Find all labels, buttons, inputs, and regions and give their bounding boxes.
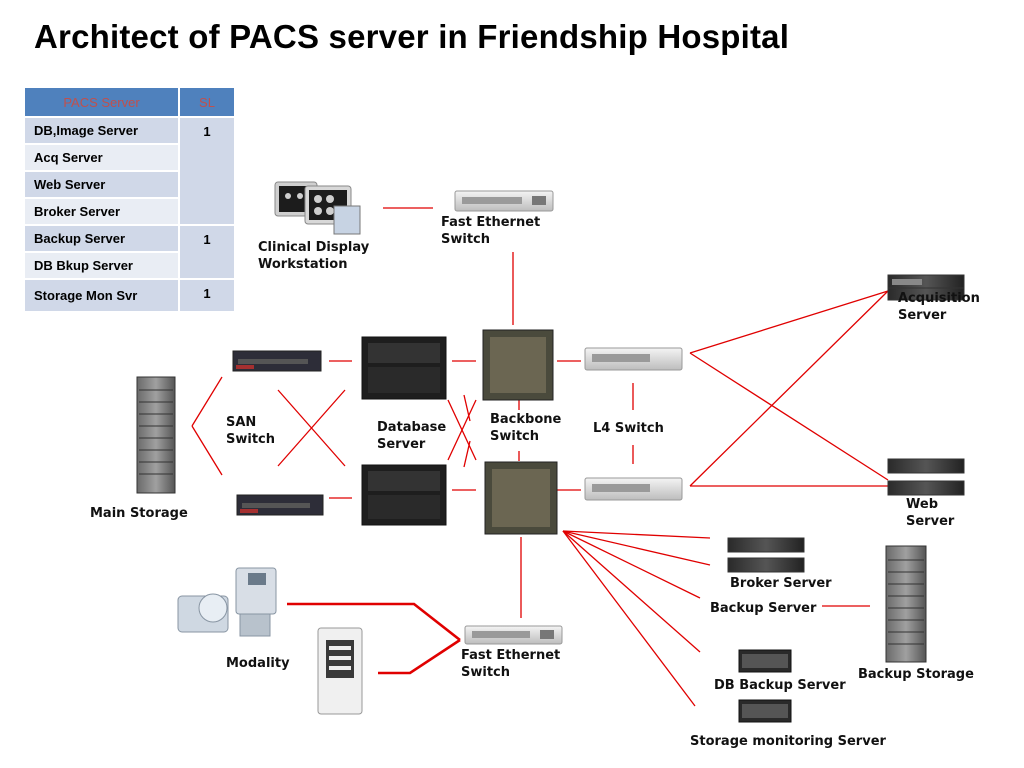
ethernet-switch-icon [454,190,554,212]
connection-lines [191,207,889,707]
label-fast-ethernet-bottom: Fast Ethernet Switch [461,648,561,680]
table-cell-sl: 1 [180,226,236,280]
storage-rack-icon [136,376,176,494]
server-icon [887,458,965,496]
table-cell-name: Web Server [25,172,180,199]
table-cell-name: DB,Image Server [25,118,180,145]
backbone-switch-icon [482,329,558,535]
label-database-server: Database Server [377,420,447,452]
label-san-switch: SAN Switch [226,415,276,447]
pacs-server-table: PACS Server SL DB,Image Server 1 Acq Ser… [25,88,236,313]
server-icon [887,274,965,301]
label-storage-monitoring-server: Storage monitoring Server [690,734,886,749]
table-cell-name: Storage Mon Svr [25,280,180,313]
table-cell-name: Broker Server [25,199,180,226]
table-header-sl: SL [180,88,236,118]
label-l4-switch: L4 Switch [593,421,664,436]
table-cell-name: Acq Server [25,145,180,172]
database-server-icon [361,336,447,526]
table-header-pacs-server: PACS Server [25,88,180,118]
label-main-storage: Main Storage [90,506,188,521]
l4-switch-icon [584,347,683,501]
table-cell-sl: 1 [180,118,236,226]
label-backup-storage: Backup Storage [858,667,974,682]
table-cell-name: Backup Server [25,226,180,253]
label-modality: Modality [226,656,290,671]
label-db-backup-server: DB Backup Server [714,678,846,693]
table-cell-name: DB Bkup Server [25,253,180,280]
table-cell-sl: 1 [180,280,236,313]
ethernet-switch-icon [464,625,563,645]
monitor-icon [274,181,361,235]
table-row: Web Server [25,172,236,199]
table-row: Storage Mon Svr 1 [25,280,236,313]
table-row: DB,Image Server 1 [25,118,236,226]
label-backup-server: Backup Server [710,601,817,616]
modality-icon [177,567,363,715]
server-icon [727,537,805,573]
server-icon [738,649,792,723]
modality-cables [287,602,461,675]
label-backbone-switch: Backbone Switch [490,412,562,444]
label-acquisition-server: Acquisition Server [898,291,980,323]
table-row: Broker Server [25,199,236,226]
storage-rack-icon [885,545,927,663]
page-title: Architect of PACS server in Friendship H… [34,18,790,55]
table-row: DB Bkup Server [25,253,236,280]
table-row: Acq Server [25,145,236,172]
label-broker-server: Broker Server [730,576,832,591]
table-row: Backup Server 1 [25,226,236,280]
label-web-server: Web Server [906,497,955,529]
label-clinical-display: Clinical Display Workstation [258,240,370,272]
san-switch-icon [232,350,324,516]
label-fast-ethernet-top: Fast Ethernet Switch [441,215,541,247]
